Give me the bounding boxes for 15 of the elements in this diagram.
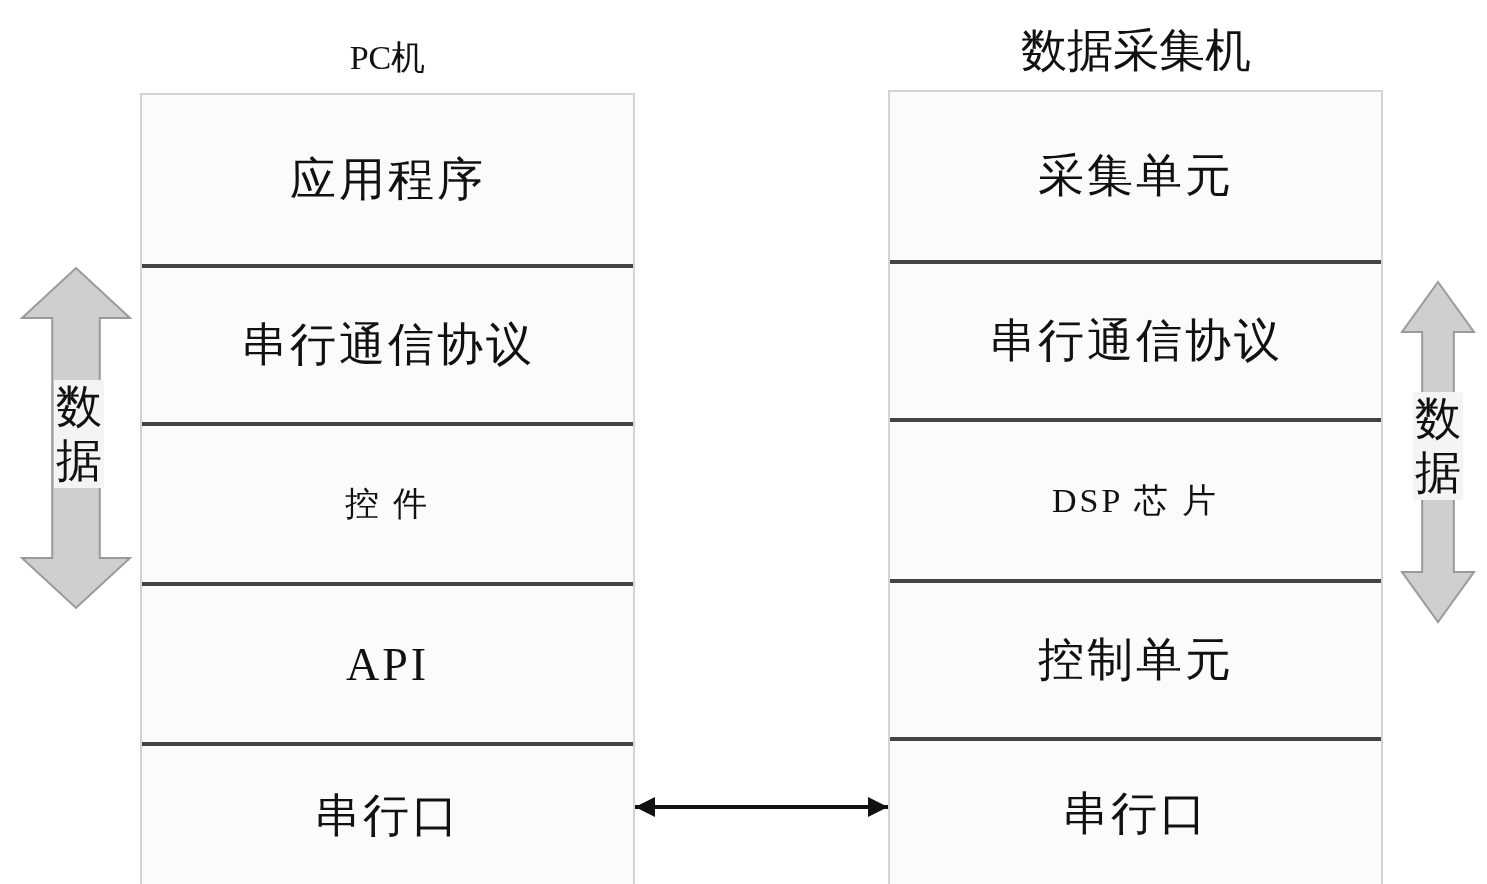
layer-label: 串行通信协议 xyxy=(988,314,1283,368)
double-arrow xyxy=(635,797,888,817)
layer-label: 采集单元 xyxy=(1037,149,1234,203)
side-label: 数据 xyxy=(1413,392,1463,500)
side-label: 数据 xyxy=(54,380,104,488)
layer-label: 串行口 xyxy=(314,789,461,843)
layer-label: 控 件 xyxy=(344,484,431,524)
layer-label: 串行通信协议 xyxy=(240,318,535,372)
stack-heading: 数据采集机 xyxy=(1019,24,1252,78)
layer-label: 控制单元 xyxy=(1037,633,1234,687)
layer-label: API xyxy=(345,637,430,691)
layer-label: DSP 芯 片 xyxy=(1051,480,1220,521)
stack-heading: PC机 xyxy=(348,38,427,78)
layer-label: 应用程序 xyxy=(289,152,486,207)
layer-label: 串行口 xyxy=(1062,786,1209,841)
